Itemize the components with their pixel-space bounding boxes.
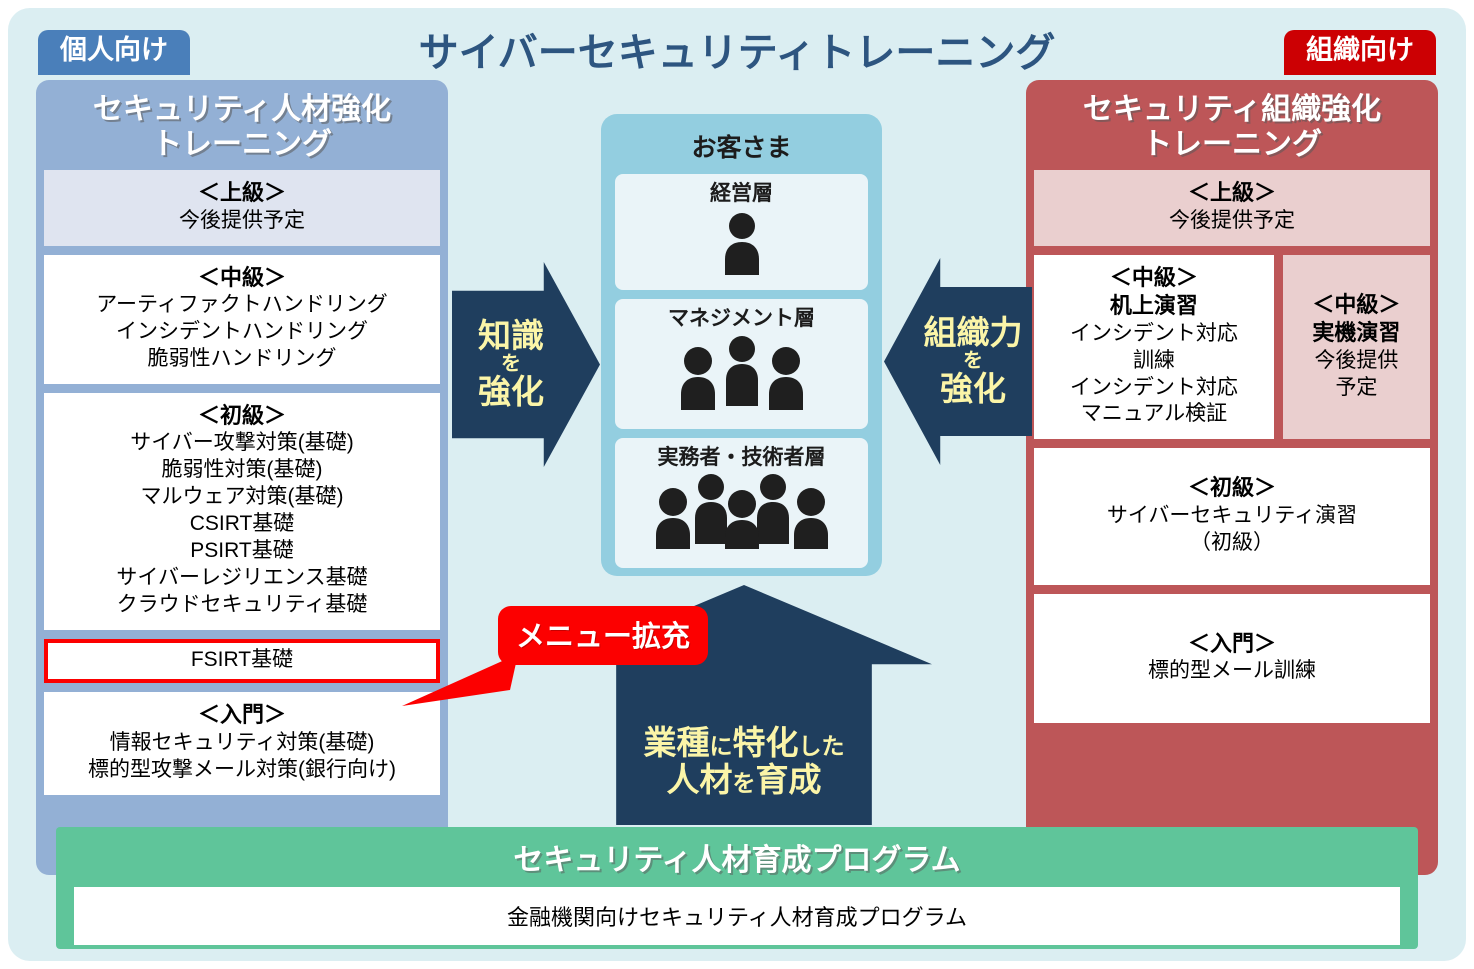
course-item: PSIRT基礎 (190, 538, 294, 562)
right-level-entry[interactable]: ＜入門＞ 標的型メール訓練 (1034, 593, 1430, 724)
level-label: ＜上級＞ (197, 180, 286, 206)
tab-organization[interactable]: 組織向け (1284, 30, 1436, 76)
course-subtitle: 実機演習 (1312, 320, 1401, 346)
course-item: サイバーレジリエンス基礎 (116, 565, 368, 589)
program-subtitle: 金融機関向けセキュリティ人材育成プログラム (74, 887, 1400, 945)
arrow-right-line1: 組織力 (923, 314, 1023, 352)
person-group-icon (619, 472, 864, 550)
level-label: ＜上級＞ (1187, 180, 1276, 206)
level-label: ＜中級＞ (1312, 291, 1401, 317)
course-item: クラウドセキュリティ基礎 (116, 592, 368, 616)
panel-right-title: セキュリティ組織強化 トレーニング (1082, 93, 1382, 162)
course-item: サイバー攻撃対策(基礎) (130, 431, 354, 455)
course-item: アーティファクトハンドリング (96, 293, 388, 317)
course-item: FSIRT基礎 (190, 647, 294, 671)
course-item: 今後提供予定 (179, 208, 305, 232)
level-label: ＜中級＞ (197, 264, 286, 290)
tier-label: 実務者・技術者層 (657, 446, 826, 469)
course-item: マニュアル検証 (1080, 402, 1228, 426)
up-line1-d: した (798, 733, 845, 760)
page-title: サイバーセキュリティトレーニング (418, 31, 1056, 75)
up-line2-c: 育成 (755, 761, 822, 799)
course-item: サイバーセキュリティ演習 (1106, 503, 1358, 527)
up-line1-a: 業種 (643, 724, 710, 762)
course-item: （初級） (1190, 530, 1274, 554)
tier-executive[interactable]: 経営層 (615, 174, 868, 290)
tier-label: マネジメント層 (668, 307, 815, 330)
panel-left-title: セキュリティ人材強化 トレーニング (92, 93, 392, 162)
course-item: 情報セキュリティ対策(基礎) (109, 731, 375, 755)
up-arrow-text: 業種に特化した 人材を育成 (643, 724, 845, 825)
course-item: 今後提供予定 (1169, 208, 1295, 232)
level-label: ＜中級＞ (1109, 264, 1198, 290)
right-level-intermediate-hands-on[interactable]: ＜中級＞ 実機演習 今後提供 予定 (1282, 254, 1430, 440)
up-arrow-line2: 人材を育成 (644, 761, 845, 799)
up-line2-a: 人材 (666, 761, 733, 799)
panel-customer: お客さま 経営層 マネジメント層 (601, 114, 882, 576)
arrow-left-line2: 強化 (478, 373, 544, 410)
right-level-intermediate-tabletop[interactable]: ＜中級＞ 机上演習 インシデント対応 訓練 インシデント対応 マニュアル検証 (1034, 254, 1274, 440)
panel-organization-training: セキュリティ組織強化 トレーニング ＜上級＞ 今後提供予定 ＜中級＞ 机上演習 … (1026, 80, 1438, 875)
course-subtitle: 机上演習 (1109, 293, 1198, 319)
left-level-entry[interactable]: ＜入門＞ 情報セキュリティ対策(基礎) 標的型攻撃メール対策(銀行向け) (44, 692, 440, 795)
arrow-right-text: 組織力 を 強化 (924, 316, 1023, 406)
level-label: ＜入門＞ (197, 702, 286, 728)
customer-title: お客さま (691, 134, 792, 162)
level-label: ＜入門＞ (1187, 630, 1276, 656)
course-item: マルウェア対策(基礎) (140, 485, 344, 509)
level-label: ＜初級＞ (1187, 475, 1276, 501)
four-people-icon (655, 474, 828, 550)
up-line1-b: に (709, 733, 733, 760)
tier-practitioner[interactable]: 実務者・技術者層 (615, 438, 868, 568)
left-course-fsirt-highlighted[interactable]: FSIRT基礎 (44, 638, 440, 684)
course-item: 脆弱性ハンドリング (147, 347, 337, 370)
three-people-icon (680, 336, 803, 411)
right-level-beginner[interactable]: ＜初級＞ サイバーセキュリティ演習 （初級） (1034, 448, 1430, 585)
left-level-advanced[interactable]: ＜上級＞ 今後提供予定 (44, 170, 440, 246)
tab-individual[interactable]: 個人向け (38, 30, 190, 76)
course-item: 標的型攻撃メール対策(銀行向け) (88, 757, 396, 781)
course-item: 訓練 (1132, 348, 1175, 372)
person-group-icon (619, 333, 864, 411)
person-icon (724, 213, 759, 276)
arrow-right-particle: を (963, 350, 983, 372)
course-item: インシデント対応 (1069, 321, 1238, 345)
left-level-beginner[interactable]: ＜初級＞ サイバー攻撃対策(基礎) 脆弱性対策(基礎) マルウェア対策(基礎) … (44, 392, 440, 630)
arrow-left-line1: 知識 (478, 317, 544, 355)
tier-management[interactable]: マネジメント層 (615, 299, 868, 429)
right-level-advanced[interactable]: ＜上級＞ 今後提供予定 (1034, 170, 1430, 246)
course-item: インシデントハンドリング (116, 320, 368, 344)
callout-menu-expansion[interactable]: メニュー拡充 (498, 606, 709, 665)
course-item: 今後提供 (1314, 348, 1399, 372)
arrow-right-line2: 強化 (940, 370, 1006, 407)
program-title: セキュリティ人材育成プログラム (513, 844, 961, 877)
program-band: セキュリティ人材育成プログラム 金融機関向けセキュリティ人材育成プログラム (56, 827, 1418, 949)
right-intermediate-row: ＜中級＞ 机上演習 インシデント対応 訓練 インシデント対応 マニュアル検証 ＜… (1034, 254, 1430, 440)
level-label: ＜初級＞ (197, 402, 286, 428)
course-item: インシデント対応 (1069, 375, 1238, 399)
tier-label: 経営層 (710, 182, 773, 205)
course-item: 予定 (1335, 375, 1378, 399)
course-item: 脆弱性対策(基礎) (161, 458, 323, 482)
up-arrow-line1: 業種に特化した (643, 724, 845, 762)
up-line2-b: を (732, 770, 756, 797)
course-item: 標的型メール訓練 (1148, 659, 1316, 683)
callout-tail (402, 654, 518, 706)
person-group-icon (619, 208, 864, 280)
arrow-left-particle: を (501, 353, 521, 375)
up-line1-c: 特化 (732, 724, 799, 762)
left-level-intermediate[interactable]: ＜中級＞ アーティファクトハンドリング インシデントハンドリング 脆弱性ハンドリ… (44, 254, 440, 384)
arrow-left-text: 知識 を 強化 (478, 319, 544, 409)
course-item: CSIRT基礎 (189, 512, 295, 536)
panel-individual-training: セキュリティ人材強化 トレーニング ＜上級＞ 今後提供予定 ＜中級＞ アーティフ… (36, 80, 448, 875)
